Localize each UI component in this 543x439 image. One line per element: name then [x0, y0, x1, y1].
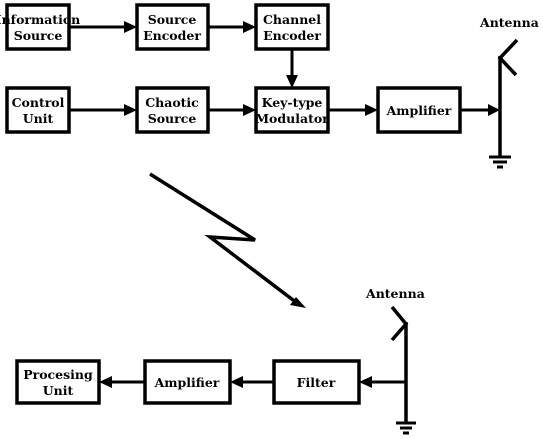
control-unit-label-2: Unit [23, 111, 54, 126]
lightning-bolt [149, 172, 299, 305]
modulator-label-1: Key-type [262, 95, 323, 110]
arrowhead [99, 376, 112, 388]
arrowhead [124, 21, 137, 33]
rx-antenna-label: Antenna [365, 286, 425, 301]
chaotic-source-label-1: Chaotic [145, 95, 199, 110]
channel-encoder-label-2: Encoder [263, 28, 321, 43]
information-source-label-2: Source [14, 28, 63, 43]
tx-amplifier-label: Amplifier [386, 103, 452, 118]
tx-antenna-element [497, 38, 519, 77]
arrowhead [243, 21, 256, 33]
source-encoder-block: Source Encoder [135, 3, 210, 51]
bolt-arrowhead [290, 297, 306, 308]
tx-amplifier-block: Amplifier [376, 86, 462, 134]
rx-amplifier-label: Amplifier [154, 375, 220, 390]
tx-arrows [69, 21, 500, 116]
arrowhead [243, 104, 256, 116]
rx-amplifier-block: Amplifier [143, 359, 232, 405]
source-encoder-label-1: Source [148, 12, 197, 27]
source-encoder-label-2: Encoder [143, 28, 201, 43]
arrowhead [124, 104, 137, 116]
arrowhead [359, 376, 372, 388]
filter-label: Filter [297, 375, 336, 390]
key-type-modulator-block: Key-type Modulator [254, 86, 330, 134]
processing-unit-label-2: Unit [43, 383, 74, 398]
rx-antenna-element [390, 305, 409, 342]
arrowhead [488, 104, 500, 116]
information-source-block: Information Source [0, 3, 80, 51]
arrowhead [365, 104, 378, 116]
chaotic-source-block: Chaotic Source [135, 86, 210, 134]
information-source-label-1: Information [0, 12, 80, 27]
filter-block: Filter [272, 359, 361, 405]
rx-antenna: Antenna [365, 286, 425, 435]
tx-antenna: Antenna [479, 15, 539, 169]
modulator-label-2: Modulator [255, 111, 329, 126]
channel-encoder-label-1: Channel [263, 12, 321, 27]
control-unit-block: Control Unit [5, 86, 71, 134]
tx-antenna-label: Antenna [479, 15, 539, 30]
processing-unit-label-1: Procesing [23, 367, 93, 382]
control-unit-label-1: Control [12, 95, 65, 110]
wireless-link-bolt [149, 172, 306, 308]
processing-unit-block: Procesing Unit [15, 359, 101, 405]
rx-arrows [99, 376, 406, 388]
chaotic-source-label-2: Source [148, 111, 197, 126]
arrowhead [286, 75, 298, 88]
channel-encoder-block: Channel Encoder [254, 3, 330, 51]
arrowhead [230, 376, 243, 388]
